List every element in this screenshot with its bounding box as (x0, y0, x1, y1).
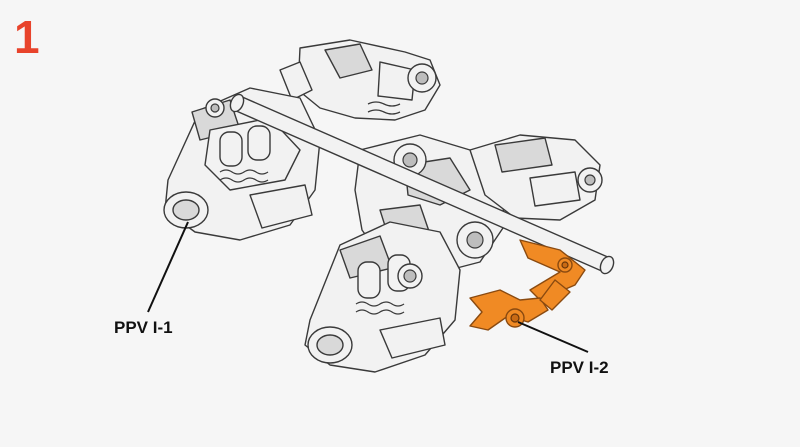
callout-ppv-i-2: PPV I-2 (550, 358, 609, 377)
step-number: 1 (14, 11, 40, 63)
leader-line-ppv-i-2 (517, 321, 589, 353)
ppv-i-1-assembly (163, 87, 321, 241)
leader-line-ppv-i-1 (147, 221, 189, 313)
right-valve-assembly (469, 134, 603, 221)
callout-ppv-i-1: PPV I-1 (114, 318, 173, 337)
rear-valve-assembly (279, 39, 441, 121)
front-valve-assembly (304, 221, 461, 373)
ppv-i-2-linkage (469, 239, 586, 331)
main-shaft (229, 93, 615, 275)
